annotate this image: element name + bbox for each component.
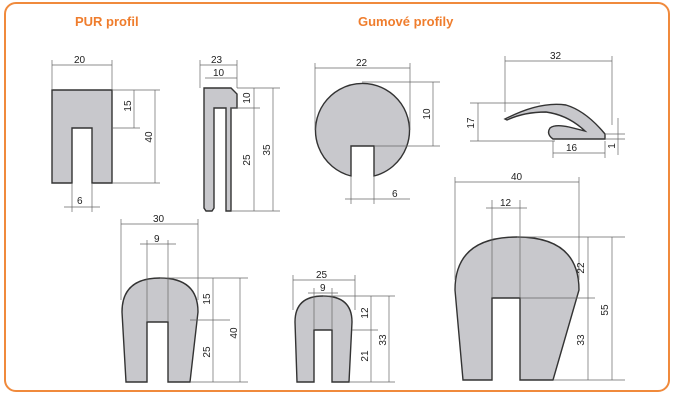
pur-top-label: 15 [123, 100, 134, 112]
wiper-width-label: 32 [550, 51, 562, 62]
u25-top-label: 12 [360, 307, 371, 319]
wiper-tip-label: 1 [607, 143, 618, 149]
hook-profile: 23 10 10 25 35 [199, 55, 280, 212]
u25-profile-shape [294, 295, 353, 383]
wiper-base-label: 16 [566, 143, 578, 154]
pur-title: PUR profil [75, 14, 139, 29]
pur-slot-label: 6 [77, 196, 83, 207]
u30-width-label: 30 [153, 214, 165, 225]
u40-profile: 40 12 22 33 55 [454, 172, 625, 381]
wiper-height-label: 17 [466, 117, 477, 129]
hook-profile-shape [203, 87, 238, 212]
hook-width-label: 23 [211, 55, 223, 66]
u30-top-label: 15 [202, 293, 213, 305]
u30-slot-label: 9 [154, 234, 160, 245]
pur-profile: 20 15 40 6 [51, 55, 160, 212]
u40-slot-label: 12 [500, 198, 512, 209]
u40-lower-label: 33 [576, 334, 587, 346]
round-slot-label: 6 [392, 189, 398, 200]
hook-lip-label: 10 [213, 68, 225, 79]
wiper-profile: 32 17 16 1 [466, 51, 625, 158]
hook-lower-label: 25 [242, 154, 253, 166]
u25-slot-label: 9 [320, 283, 326, 294]
u30-height-label: 40 [229, 327, 240, 339]
u30-lower-label: 25 [202, 346, 213, 358]
round-diameter-label: 22 [356, 58, 368, 69]
hook-top-label: 10 [242, 92, 253, 104]
diagram-frame [4, 2, 670, 392]
u40-height-label: 55 [600, 304, 611, 316]
u40-width-label: 40 [511, 172, 523, 183]
u25-profile: 25 9 12 21 33 [292, 270, 395, 383]
rubber-title: Gumové profily [358, 14, 454, 29]
u40-profile-shape [454, 236, 580, 381]
hook-height-label: 35 [262, 144, 273, 156]
u40-top-label: 22 [576, 262, 587, 274]
u30-profile-shape [121, 277, 199, 383]
u30-profile: 30 9 15 25 40 [120, 214, 248, 383]
round-profile-shape [314, 82, 411, 177]
u25-height-label: 33 [378, 334, 389, 346]
u25-lower-label: 21 [360, 350, 371, 362]
pur-width-label: 20 [74, 55, 86, 66]
pur-profile-shape [51, 89, 113, 184]
wiper-profile-shape [503, 103, 606, 140]
pur-height-label: 40 [144, 131, 155, 143]
u25-width-label: 25 [316, 270, 328, 281]
round-profile: 22 10 6 [314, 58, 440, 204]
round-height-label: 10 [422, 108, 433, 120]
